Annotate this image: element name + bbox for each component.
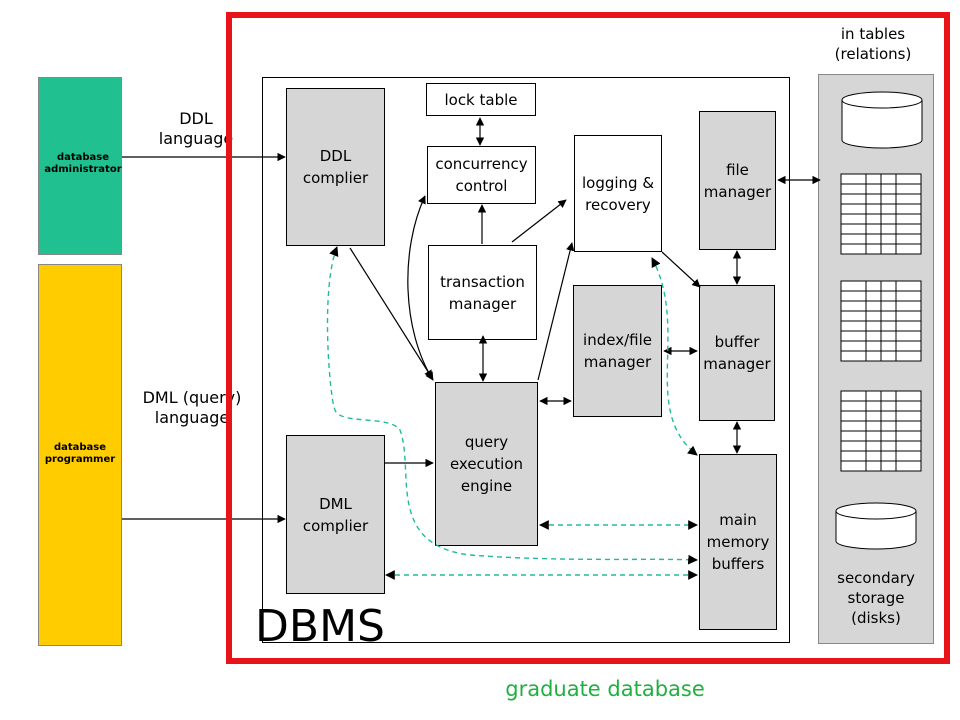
in-tables-label: in tables (relations) <box>834 25 912 63</box>
file-manager-box: file manager <box>699 111 776 250</box>
dbms-label: DBMS <box>255 601 385 652</box>
highlight-frame <box>226 12 950 664</box>
dashed-logging-memory-curve <box>651 257 698 456</box>
table-icon-3 <box>840 390 922 472</box>
buffer-manager-box: buffer manager <box>699 285 775 421</box>
concurrency-control-box: concurrency control <box>427 146 536 204</box>
table-icon-2 <box>840 280 922 362</box>
logging-recovery-box: logging & recovery <box>574 135 662 252</box>
table-icon-1 <box>840 173 922 255</box>
ddl-language-label: DDL language <box>158 109 234 148</box>
transaction-logging-arrow <box>511 199 567 243</box>
lock-table-box: lock table <box>426 83 536 116</box>
programmer-panel <box>38 264 122 646</box>
top-disk-icon <box>841 91 923 149</box>
ddl-compiler-box: DDL complier <box>286 88 385 246</box>
graduate-database-caption: graduate database <box>505 677 705 701</box>
dbms-container <box>262 77 790 643</box>
administrator-panel <box>38 77 122 255</box>
database-programmer-label: database programmer <box>44 442 116 465</box>
main-memory-buffers-box: main memory buffers <box>699 454 777 630</box>
bottom-disk-icon <box>835 502 917 550</box>
secondary-storage-label: secondary storage (disks) <box>837 569 915 627</box>
storage-graphics <box>835 91 923 550</box>
database-administrator-label: database administrator <box>44 152 122 175</box>
dashed-ddl-memory-curve <box>326 246 698 565</box>
